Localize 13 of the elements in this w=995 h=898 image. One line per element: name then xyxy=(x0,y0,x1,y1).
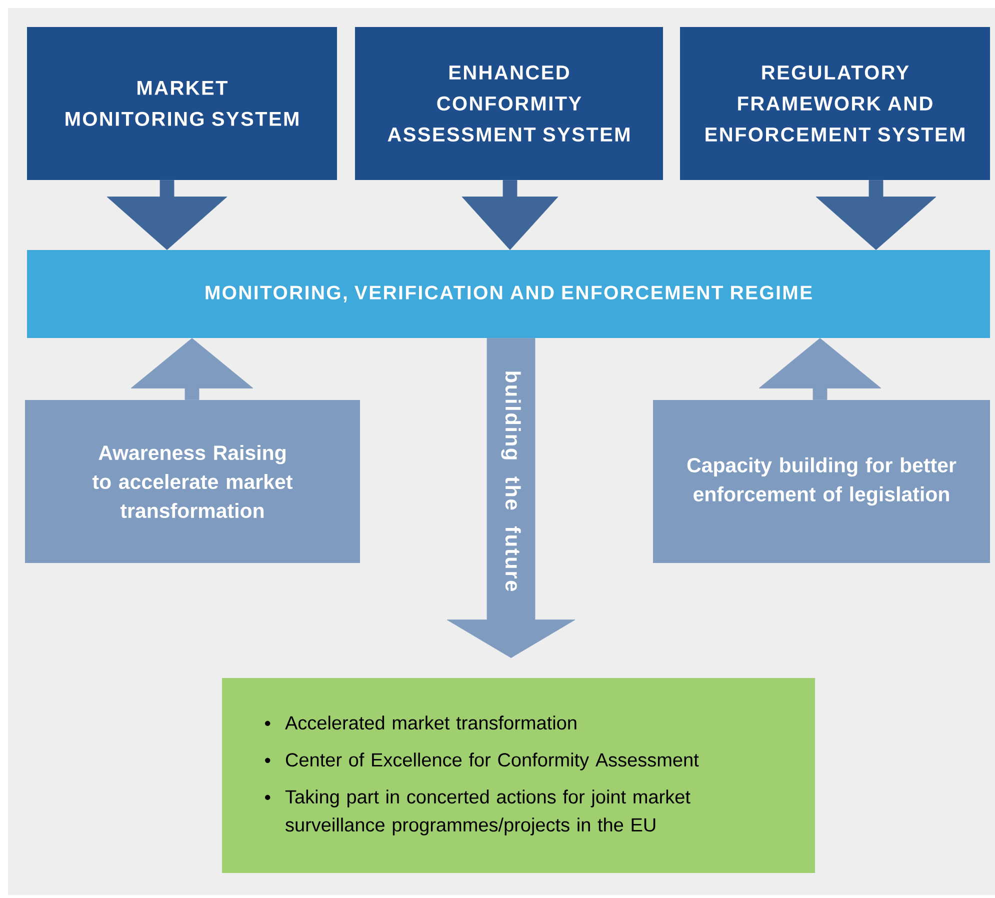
system-box: MARKET MONITORING SYSTEM xyxy=(27,27,337,180)
system-box: ENHANCED CONFORMITY ASSESSMENT SYSTEM xyxy=(355,27,663,180)
regime-band: MONITORING, VERIFICATION AND ENFORCEMENT REGIME xyxy=(27,250,990,338)
block-arrow xyxy=(758,338,882,400)
block-arrow xyxy=(462,180,558,250)
block-arrow xyxy=(130,338,254,400)
activity-box: Awareness Raising to accelerate market transformation xyxy=(25,400,360,563)
block-arrow xyxy=(816,180,936,250)
outcome-box: Accelerated market transformation Center of Excellence for Conformity Assessment Taking part in concerted actions for joint market surveillance programmes/projects in the EU xyxy=(222,678,815,873)
system-box: REGULATORY FRAMEWORK AND ENFORCEMENT SYSTEM xyxy=(680,27,990,180)
edge-label: building the future xyxy=(500,369,522,593)
activity-box: Capacity building for better enforcement of legislation xyxy=(653,400,990,563)
block-arrow xyxy=(106,180,228,250)
